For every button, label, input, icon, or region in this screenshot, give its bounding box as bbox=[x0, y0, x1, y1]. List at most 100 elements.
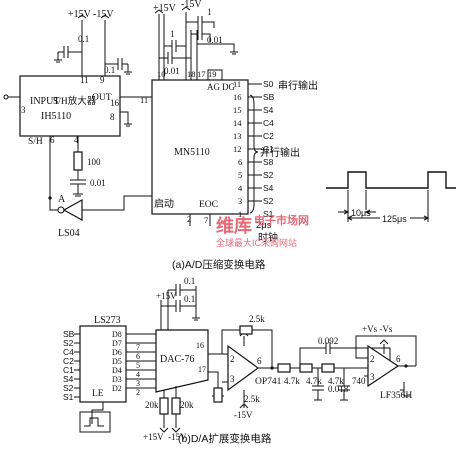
svg-text:6: 6 bbox=[136, 352, 140, 361]
adc-output-pins: 11 16 15 14 13 12 6 5 4 3 1 7 bbox=[204, 79, 243, 225]
timing-waveform bbox=[326, 171, 456, 189]
opamp-op741 bbox=[227, 344, 260, 392]
resistor-2-5k-ground bbox=[213, 387, 223, 403]
svg-text:IH5110: IH5110 bbox=[41, 111, 71, 122]
svg-text:3: 3 bbox=[21, 105, 26, 115]
svg-text:DG: DG bbox=[222, 82, 235, 92]
svg-text:D8: D8 bbox=[112, 330, 122, 339]
svg-text:100: 100 bbox=[87, 157, 101, 167]
svg-text:S2: S2 bbox=[63, 383, 74, 393]
svg-text:D7: D7 bbox=[112, 339, 122, 348]
svg-text:D6: D6 bbox=[112, 348, 122, 357]
parallel-output-label: 并行输出 bbox=[260, 146, 300, 159]
adc-cap-top-1 bbox=[186, 16, 215, 28]
svg-text:电子市场网: 电子市场网 bbox=[254, 213, 309, 227]
latch-inputs: SB S2 C4 C2 C1 S4 S2 S1 bbox=[63, 329, 75, 402]
svg-text:3: 3 bbox=[230, 374, 235, 384]
resistor-4-7k-a bbox=[277, 363, 291, 373]
svg-text:SB: SB bbox=[63, 329, 75, 339]
svg-text:17: 17 bbox=[197, 69, 206, 79]
cap-740 bbox=[338, 368, 350, 401]
adc-cap-top-001 bbox=[191, 28, 211, 42]
svg-text:OP741: OP741 bbox=[255, 377, 282, 387]
opamp-lf356h bbox=[367, 344, 400, 388]
svg-text:3: 3 bbox=[136, 379, 140, 388]
svg-text:S/H放大器: S/H放大器 bbox=[53, 95, 97, 107]
svg-text:3: 3 bbox=[370, 372, 375, 382]
svg-text:2: 2 bbox=[136, 388, 140, 397]
dac-input-pins: 7 6 5 4 3 2 bbox=[136, 343, 140, 397]
svg-text:0.01: 0.01 bbox=[90, 178, 106, 188]
svg-text:12: 12 bbox=[233, 144, 242, 154]
svg-text:6: 6 bbox=[238, 157, 242, 167]
svg-text:17: 17 bbox=[198, 365, 206, 374]
svg-text:LE: LE bbox=[92, 389, 104, 399]
svg-text:13: 13 bbox=[233, 131, 242, 141]
input-terminal bbox=[3, 94, 9, 100]
sh-cap-m15 bbox=[105, 58, 129, 72]
node-a-label: A bbox=[58, 194, 66, 205]
sh-supply-arrows bbox=[77, 14, 110, 19]
cap-0092 bbox=[299, 342, 391, 368]
svg-text:6: 6 bbox=[257, 356, 262, 366]
svg-text:S2: S2 bbox=[263, 196, 274, 206]
svg-text:1: 1 bbox=[207, 7, 212, 17]
svg-text:7: 7 bbox=[136, 343, 140, 352]
svg-text:S4: S4 bbox=[63, 374, 74, 384]
supply-p15-sh: +15V bbox=[68, 9, 92, 20]
svg-text:16: 16 bbox=[110, 98, 120, 108]
sh-cap-p15 bbox=[57, 46, 82, 60]
resistor-4-7k-b bbox=[299, 363, 313, 373]
svg-text:C1: C1 bbox=[63, 365, 74, 375]
svg-text:0.1: 0.1 bbox=[184, 276, 195, 286]
svg-text:C2: C2 bbox=[263, 131, 274, 141]
svg-text:LS04: LS04 bbox=[58, 228, 80, 239]
svg-text:10: 10 bbox=[157, 69, 166, 79]
svg-text:OUT: OUT bbox=[92, 93, 112, 103]
sh-amplifier-box bbox=[19, 75, 121, 137]
cap-0018 bbox=[312, 368, 324, 401]
svg-text:15: 15 bbox=[233, 105, 242, 115]
watermark-logo: 维库 电子市场网 全球最大IC采购网站 bbox=[216, 213, 309, 248]
cap-001-sh bbox=[70, 170, 86, 197]
svg-text:-15V: -15V bbox=[234, 410, 253, 420]
svg-text:11: 11 bbox=[233, 79, 241, 89]
svg-text:0.01: 0.01 bbox=[207, 35, 223, 45]
pulse-width-label: 10μs bbox=[351, 208, 371, 218]
svg-text:C1: C1 bbox=[263, 144, 274, 154]
svg-text:0.1: 0.1 bbox=[184, 294, 195, 304]
svg-text:C4: C4 bbox=[63, 347, 74, 357]
svg-text:S/H: S/H bbox=[28, 137, 43, 147]
svg-text:2μs: 2μs bbox=[256, 220, 272, 231]
dac-cap-1 bbox=[168, 284, 196, 296]
adc-model: MN5110 bbox=[174, 147, 210, 158]
svg-text:+15V: +15V bbox=[143, 432, 164, 442]
svg-text:2: 2 bbox=[187, 214, 191, 224]
svg-text:S8: S8 bbox=[263, 157, 274, 167]
svg-text:时钟: 时钟 bbox=[258, 231, 278, 244]
svg-text:启动: 启动 bbox=[154, 197, 174, 210]
resistor-4-7k-c bbox=[321, 363, 335, 373]
serial-output-label: 串行输出 bbox=[278, 79, 318, 92]
adc-mn5110-box bbox=[151, 79, 249, 215]
dac-76-box bbox=[155, 329, 209, 393]
latch-ls273-box bbox=[79, 325, 127, 403]
svg-text:0.092: 0.092 bbox=[318, 336, 338, 346]
svg-text:+Vs -Vs: +Vs -Vs bbox=[362, 324, 393, 334]
svg-text:-15V: -15V bbox=[168, 432, 187, 442]
svg-text:EOC: EOC bbox=[199, 200, 218, 210]
adc-cap-001 bbox=[159, 52, 191, 64]
svg-text:8: 8 bbox=[110, 112, 115, 122]
svg-text:11: 11 bbox=[140, 95, 148, 105]
svg-text:S2: S2 bbox=[63, 338, 74, 348]
svg-text:SB: SB bbox=[263, 92, 275, 102]
svg-text:19: 19 bbox=[208, 69, 217, 79]
svg-text:20k: 20k bbox=[145, 400, 159, 410]
svg-text:全球最大IC采购网站: 全球最大IC采购网站 bbox=[216, 237, 297, 248]
svg-text:S4: S4 bbox=[263, 183, 274, 193]
adc-output-labels: S0 SB S4 C4 C2 C1 S8 S2 S4 S2 S1 bbox=[263, 79, 275, 219]
adc-cap-1 bbox=[164, 40, 186, 52]
svg-text:D2: D2 bbox=[112, 384, 122, 393]
period-label: 125μs bbox=[382, 214, 407, 224]
